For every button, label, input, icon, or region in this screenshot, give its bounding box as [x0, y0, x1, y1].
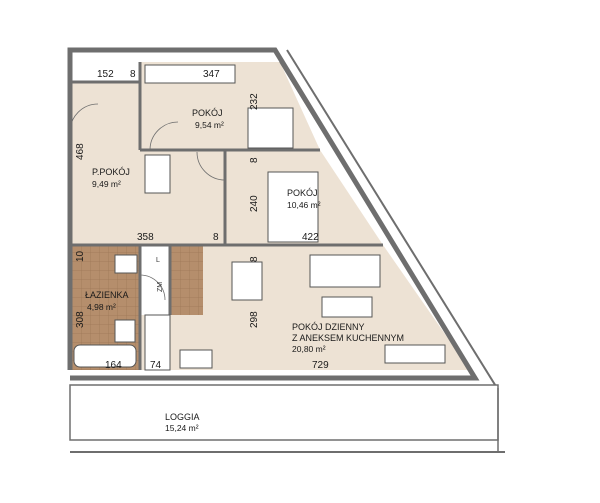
toilet — [114, 319, 136, 343]
door-lazienka — [139, 274, 166, 301]
furniture — [73, 64, 446, 371]
room-name-dzienny-2: Z ANEKSEM KUCHENNYM — [292, 333, 404, 343]
fixture-l: L — [156, 257, 160, 264]
dim-10: 10 — [75, 250, 86, 262]
dining-table — [231, 261, 263, 301]
room-area-pokoj-1: 9,54 m² — [195, 120, 224, 130]
wardrobe — [144, 64, 236, 84]
room-name-lazienka: ŁAZIENKA — [85, 290, 129, 300]
dim-164: 164 — [105, 360, 122, 371]
room-name-dzienny-1: POKÓJ DZIENNY — [292, 322, 365, 332]
fixture-labels: ZM L — [156, 257, 164, 292]
wall-outer-diagonal — [286, 49, 498, 389]
kitchen-counter — [144, 314, 171, 371]
dim-152: 152 — [97, 69, 114, 80]
room-name-pokoj-2: POKÓJ — [287, 188, 318, 198]
sofa — [309, 254, 381, 288]
door-pokoj-1 — [149, 121, 179, 151]
fixture-zm: ZM — [157, 282, 164, 292]
dim-422: 422 — [302, 232, 319, 243]
room-area-lazienka: 4,98 m² — [87, 302, 116, 312]
coffee-table — [321, 296, 373, 318]
room-area-loggia: 15,24 m² — [165, 423, 199, 433]
room-name-loggia: LOGGIA — [165, 412, 200, 422]
dim-8-top: 8 — [130, 69, 136, 80]
dim-8-hall: 8 — [213, 232, 219, 243]
dim-308: 308 — [75, 311, 86, 328]
shower-tray — [144, 154, 171, 194]
wall-window-frame — [279, 61, 471, 371]
dimensions: 152 8 347 232 468 8 240 358 8 422 10 8 3… — [75, 69, 329, 371]
dim-298: 298 — [249, 311, 260, 328]
doors — [69, 103, 226, 301]
dim-358: 358 — [137, 232, 154, 243]
wall-outer-main — [67, 47, 480, 381]
floor-corridor-tiles — [170, 245, 203, 315]
bed-pokoj-2 — [267, 171, 319, 243]
dim-232: 232 — [249, 93, 260, 110]
bathtub — [73, 344, 137, 368]
outer-walls — [67, 47, 498, 389]
tv-cabinet — [384, 344, 446, 364]
stove — [179, 349, 213, 369]
interior-walls — [70, 62, 383, 370]
room-name-przedpokoj: P.POKÓJ — [92, 167, 130, 177]
loggia — [69, 384, 505, 453]
dim-468: 468 — [75, 143, 86, 160]
dim-8-mid: 8 — [249, 157, 260, 163]
room-area-dzienny: 20,80 m² — [292, 344, 326, 354]
dim-347: 347 — [203, 69, 220, 80]
dim-8-living: 8 — [249, 256, 260, 262]
dim-74: 74 — [150, 360, 162, 371]
room-area-przedpokoj: 9,49 m² — [92, 179, 121, 189]
door-pokoj-2 — [196, 151, 226, 181]
door-entry — [69, 103, 99, 133]
room-name-pokoj-1: POKÓJ — [192, 108, 223, 118]
room-area-pokoj-2: 10,46 m² — [287, 200, 321, 210]
loggia-floor — [69, 384, 499, 441]
bed-pokoj-1 — [247, 107, 294, 149]
dim-729: 729 — [312, 360, 329, 371]
room-labels: POKÓJ 9,54 m² P.POKÓJ 9,49 m² POKÓJ 10,4… — [85, 108, 404, 433]
washbasin — [114, 254, 138, 274]
dim-240: 240 — [249, 195, 260, 212]
